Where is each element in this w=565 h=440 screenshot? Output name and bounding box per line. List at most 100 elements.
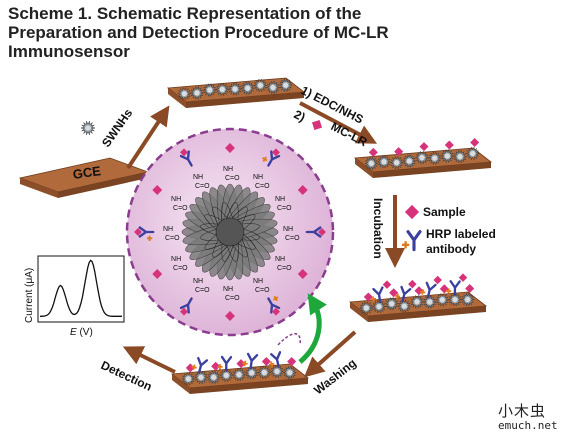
swnh-core: [444, 153, 450, 159]
swnh-particle: [193, 370, 209, 385]
swnh-particle: [447, 292, 463, 307]
swnh-core: [381, 159, 387, 165]
hrp-label: [370, 296, 377, 303]
amide-co: C=O: [277, 265, 292, 272]
swnh-particle: [227, 81, 243, 97]
swnh-core: [245, 85, 251, 91]
amide-co: C=O: [173, 205, 188, 212]
hrp-cross: [261, 156, 268, 163]
swnh-core: [414, 299, 420, 305]
swnh-core: [232, 86, 238, 92]
surface-antibody: [394, 285, 412, 303]
hrp-label: [217, 364, 223, 370]
hrp-cross: [272, 295, 279, 302]
circle-antigen: [225, 143, 235, 153]
legend-sample-icon: [404, 204, 420, 220]
slab-front: [368, 306, 486, 322]
swnh-core: [287, 369, 293, 376]
graph-xlabel: E (V): [70, 327, 93, 338]
slab-side: [168, 88, 186, 108]
amide-nh: NH: [223, 166, 233, 173]
swnh-particle: [214, 82, 230, 97]
slab-side: [355, 158, 373, 178]
swnh-core: [389, 301, 395, 307]
swnh-core: [270, 84, 276, 91]
swnh-core: [363, 305, 369, 311]
hrp-cross: [217, 364, 223, 370]
swnh-particle: [422, 294, 438, 310]
step-label-swnhs: SWNHs: [99, 106, 136, 150]
antigen-diamond: [433, 275, 442, 285]
circle-antibody: [261, 150, 281, 167]
gce-side: [20, 178, 58, 198]
swnh-core: [219, 86, 225, 92]
slab-front: [373, 162, 491, 178]
arrow-incubation-to-washing: [304, 330, 357, 378]
antibody-shape: [372, 286, 384, 303]
swnh-particle: [439, 148, 455, 164]
swnh-core: [427, 299, 433, 305]
legend-antibody: [401, 230, 422, 252]
swnh-particle: [460, 292, 476, 307]
hrp-label: [146, 235, 153, 242]
step-label-step2: 2): [292, 107, 308, 124]
amide-nh: NH: [171, 196, 181, 203]
hrp-cross: [419, 289, 426, 295]
step-label-mclr: MC-LR: [329, 119, 370, 149]
amide-co: C=O: [165, 235, 180, 242]
page-title: Scheme 1. Schematic Representation of th…: [8, 4, 528, 61]
circle-antigen-bound: [180, 307, 188, 316]
hrp-cross: [370, 296, 377, 303]
zoom-dashed-link: [277, 333, 301, 346]
swnh-particle: [202, 82, 218, 98]
hrp-label: [394, 293, 401, 299]
swnh-particle-icon: [80, 120, 96, 136]
arrow-washing-to-detection: [122, 346, 176, 374]
swnh-particle: [176, 86, 192, 101]
hrp-cross: [268, 361, 275, 368]
hrp-cross: [242, 360, 248, 367]
amide-nh: NH: [253, 174, 263, 181]
hrp-label: [401, 241, 410, 249]
amide-nh: NH: [253, 278, 263, 285]
swnh-particle: [278, 77, 294, 93]
antibody-shape: [270, 351, 282, 368]
slab-washing: [170, 351, 310, 394]
hrp-label: [191, 364, 197, 371]
graph-xlabel-var: E: [70, 327, 77, 338]
legend-hrp-label-1: HRP labeled: [426, 227, 496, 241]
swnh-particle: [265, 80, 281, 95]
electrode-label-gce: GCE: [72, 163, 102, 182]
legend-sample-label: Sample: [423, 205, 466, 219]
surface-antibody: [242, 352, 259, 370]
slab-front: [186, 92, 304, 108]
amide-co: C=O: [195, 287, 210, 294]
circle-antibody: [179, 150, 193, 167]
slab-side: [172, 374, 190, 394]
amide-co: C=O: [225, 295, 240, 302]
swnh-core: [376, 303, 382, 310]
hrp-label: [272, 295, 279, 302]
swnh-particle: [389, 155, 404, 170]
swnh-particle: [358, 300, 374, 316]
hrp-cross: [401, 241, 410, 249]
antigen-diamond: [470, 137, 480, 148]
swnh-core: [432, 155, 438, 161]
arrow-gce-to-swnh: [126, 105, 170, 170]
swnh-particle: [452, 149, 468, 164]
antibody-shape: [267, 297, 281, 314]
antigen-diamond: [458, 273, 468, 282]
hrp-cross: [394, 293, 401, 299]
antigen-diamond: [439, 284, 449, 294]
circle-antibody: [267, 295, 281, 314]
graph-curve: [40, 259, 122, 317]
swnh-core: [406, 158, 412, 164]
surface-antibody: [268, 351, 282, 368]
amide-nh: NH: [193, 278, 203, 285]
hrp-cross: [191, 364, 197, 371]
swnh-particle: [414, 150, 430, 165]
swnh-particle: [282, 365, 298, 380]
slab-incubation: [348, 273, 488, 322]
swnh-core: [452, 297, 458, 303]
